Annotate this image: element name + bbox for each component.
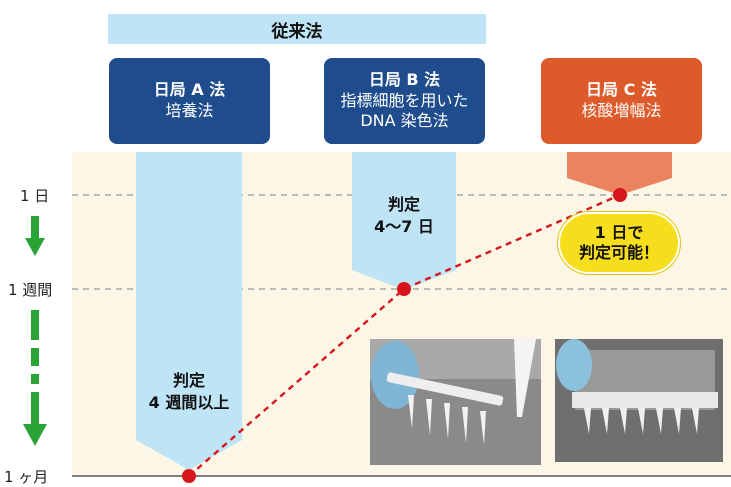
method-box-a: 日局 A 法 培養法 — [109, 58, 270, 144]
method-box-c: 日局 C 法 核酸増幅法 — [541, 58, 702, 144]
method-c-name: 日局 C 法 — [586, 80, 657, 100]
method-c-sub: 核酸増幅法 — [581, 101, 662, 120]
method-b-name: 日局 B 法 — [368, 69, 441, 89]
well-plate-photo — [555, 339, 723, 462]
method-a-judgement-line2: 4 週間以上 — [148, 392, 230, 412]
detection-time-trend-line — [188, 193, 621, 477]
method-a-sub: 培養法 — [165, 101, 214, 120]
method-b-point — [397, 282, 411, 296]
tube-strip-photo — [370, 339, 541, 465]
method-b-judgement: 判定 4〜7 日 — [352, 194, 456, 237]
method-c-point — [613, 188, 627, 202]
method-a-duration-arrow — [136, 152, 242, 470]
method-c-duration-arrow — [567, 152, 672, 195]
method-a-judgement: 判定 4 週間以上 — [136, 370, 242, 413]
method-b-judgement-line1: 判定 — [387, 195, 420, 214]
method-b-sub-line1: 指標細胞を用いた — [340, 90, 469, 110]
badge-line1: 1 日で — [594, 223, 644, 242]
method-b-judgement-line2: 4〜7 日 — [374, 216, 434, 236]
axis-label-week: 1 週間 — [8, 281, 53, 299]
axis-label-month: 1 ヶ月 — [4, 468, 49, 486]
method-b-sub-line2: DNA 染色法 — [360, 111, 449, 131]
method-a-judgement-line1: 判定 — [172, 371, 205, 390]
badge-line2: 判定可能！ — [578, 243, 659, 262]
method-box-b: 日局 B 法 指標細胞を用いた DNA 染色法 — [324, 58, 485, 144]
one-day-result-badge: 1 日で 判定可能！ — [558, 212, 680, 274]
green-down-arrow-icon — [23, 216, 47, 446]
method-a-name: 日局 A 法 — [153, 80, 226, 100]
method-a-point — [182, 469, 196, 483]
method-b-duration-arrow — [352, 152, 456, 290]
axis-label-day: 1 日 — [20, 187, 50, 205]
conventional-methods-header: 従来法 — [108, 14, 486, 44]
